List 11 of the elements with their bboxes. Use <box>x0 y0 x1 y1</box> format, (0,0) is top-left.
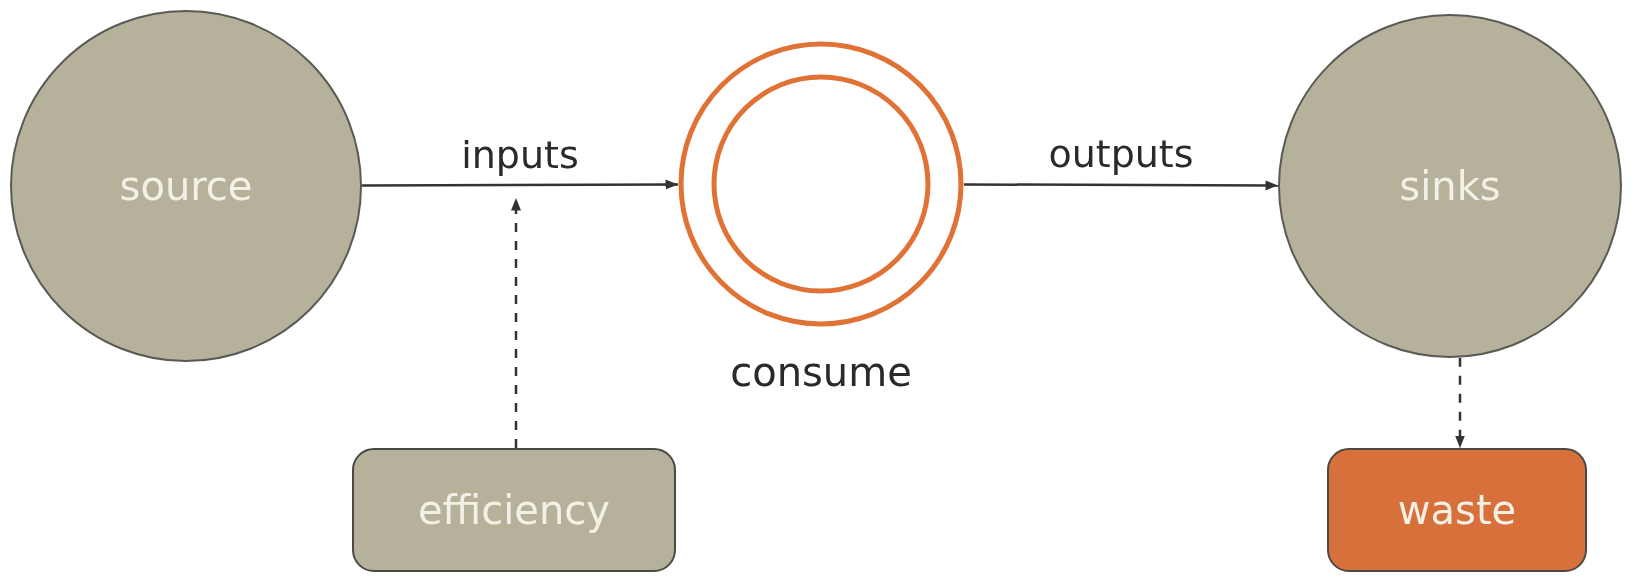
arrow <box>362 179 678 190</box>
dashed-arrow <box>1455 357 1465 448</box>
node-label: efficiency <box>418 487 610 533</box>
rounded-box <box>352 448 676 572</box>
node-label: waste <box>1397 487 1517 533</box>
node-label: source <box>119 163 253 209</box>
node-label: consume <box>730 349 912 395</box>
rounded-box <box>1327 448 1587 572</box>
node-label: sinks <box>1399 163 1501 209</box>
arrow <box>964 180 1278 191</box>
dashed-arrow <box>511 198 521 448</box>
